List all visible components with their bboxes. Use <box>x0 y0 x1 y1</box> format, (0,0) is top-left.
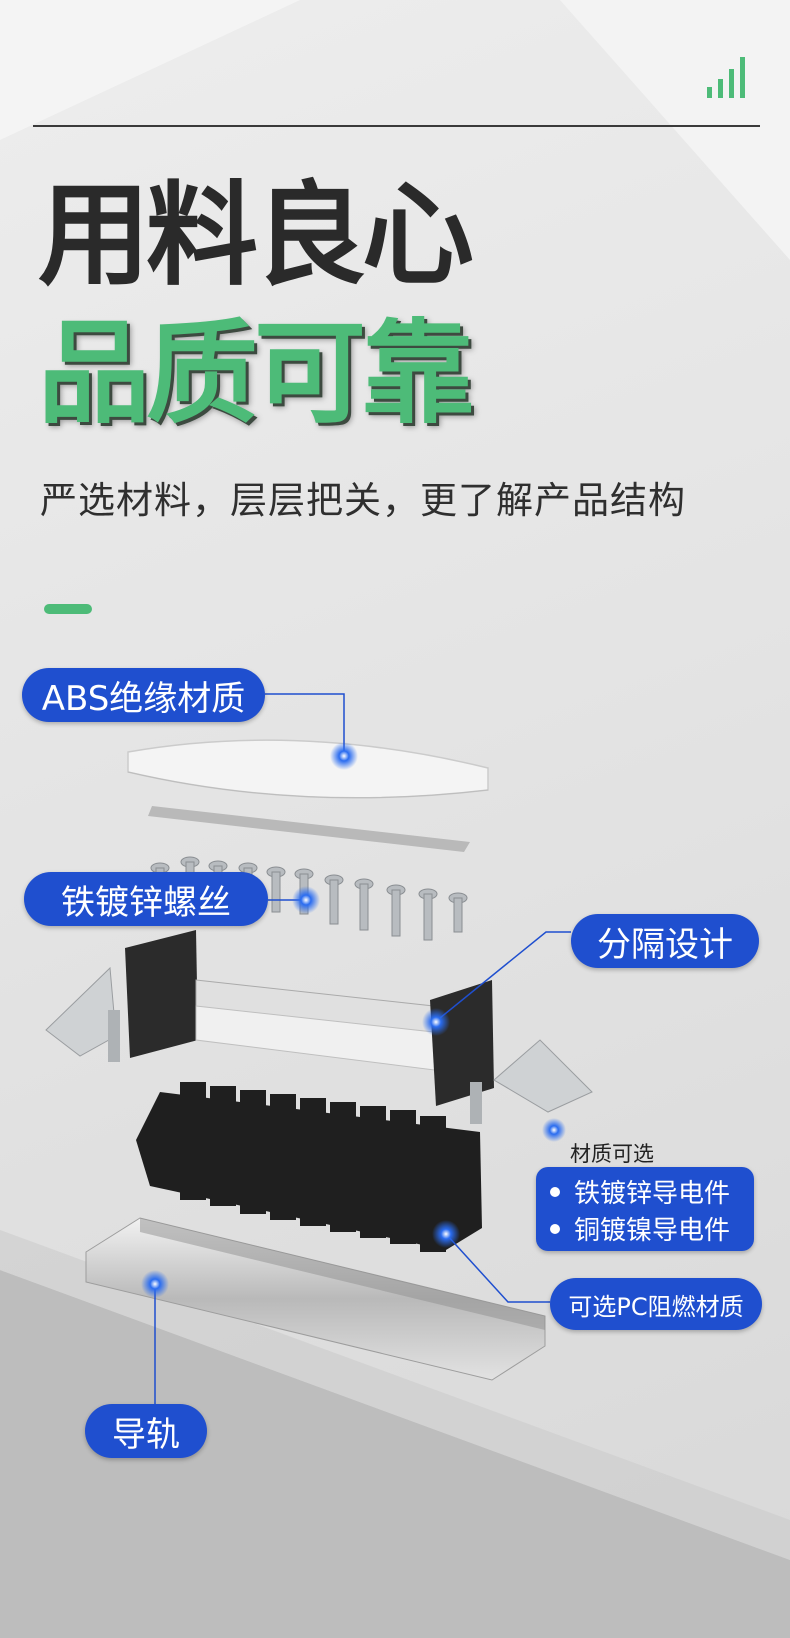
label-galvanized-screw: 铁镀锌螺丝 <box>24 872 268 926</box>
material-option: 铁镀锌导电件 <box>550 1173 730 1210</box>
material-options-box: 铁镀锌导电件 铜镀镍导电件 <box>536 1167 754 1251</box>
headline-subtitle: 严选材料，层层把关，更了解产品结构 <box>40 479 686 522</box>
screws-row <box>150 856 468 941</box>
bullet-icon <box>550 1186 560 1197</box>
marker-strip <box>148 806 470 852</box>
material-option: 铜镀镍导电件 <box>550 1210 730 1247</box>
insulating-blocks <box>136 1082 482 1252</box>
top-divider-line <box>33 125 760 127</box>
accent-bar <box>44 604 92 614</box>
leader-lines <box>154 693 571 1404</box>
headline-line-1: 用料良心 <box>38 171 474 301</box>
signal-bars-icon <box>707 57 745 98</box>
din-rail <box>85 1217 546 1381</box>
clear-cover <box>127 739 489 799</box>
label-guide-rail: 导轨 <box>85 1404 207 1458</box>
end-plates-and-conductor <box>45 930 593 1124</box>
headline-line-2: 品质可靠 <box>38 309 474 439</box>
material-option-label: 铁镀锌导电件 <box>574 1179 731 1209</box>
material-optional-title: 材质可选 <box>570 1142 654 1166</box>
label-abs-material: ABS绝缘材质 <box>22 668 265 722</box>
highlight-dots <box>141 742 566 1298</box>
bullet-icon <box>550 1223 560 1234</box>
material-option-label: 铜镀镍导电件 <box>574 1216 731 1246</box>
label-partition-design: 分隔设计 <box>571 914 759 968</box>
label-pc-flame-retardant: 可选PC阻燃材质 <box>550 1278 762 1330</box>
